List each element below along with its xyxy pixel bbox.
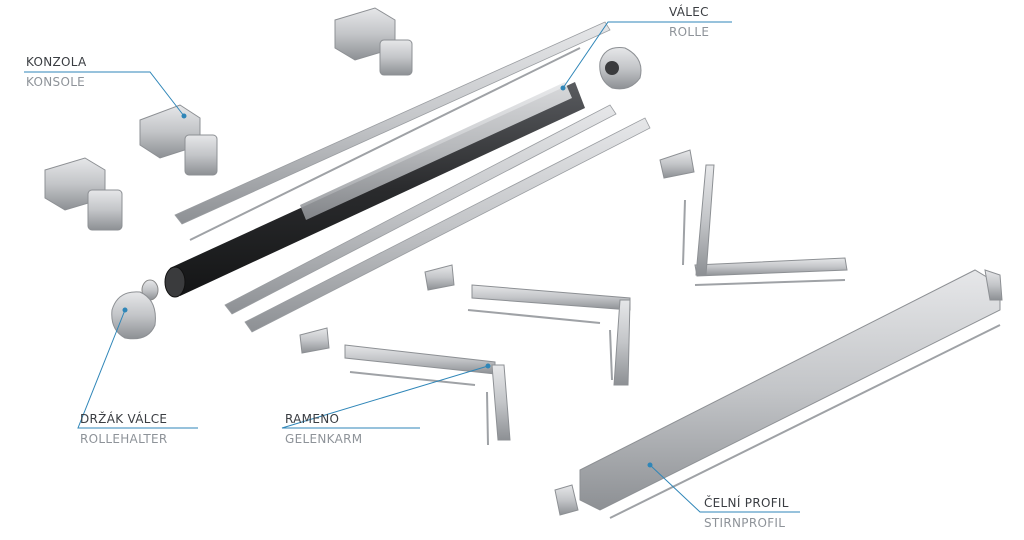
leader-drzak xyxy=(77,309,198,429)
sublabel-stirnprofil: STIRNPROFIL xyxy=(704,516,786,530)
front-profile xyxy=(554,269,1003,519)
leader-rameno xyxy=(281,365,489,429)
leader-celni xyxy=(649,464,800,513)
rods xyxy=(349,199,846,446)
leader-dots xyxy=(122,85,653,468)
cover-profile xyxy=(174,21,611,241)
leader-konzola xyxy=(24,71,185,117)
lower-rails xyxy=(224,104,651,333)
roller-end-cap xyxy=(599,47,642,90)
articulated-arms xyxy=(299,149,848,441)
leader-valec xyxy=(562,21,732,89)
sublabel-konsole: KONSOLE xyxy=(26,75,86,89)
label-celni-profil: ČELNÍ PROFIL xyxy=(704,496,789,510)
label-rameno: RAMENO xyxy=(285,412,340,426)
sublabel-gelenkarm: GELENKARM xyxy=(285,432,363,446)
sublabel-rolle: ROLLE xyxy=(669,25,710,39)
roller-holder-cap xyxy=(111,291,156,340)
label-konzola: KONZOLA xyxy=(26,55,87,69)
consoles xyxy=(44,7,413,231)
sublabel-rollehalter: ROLLEHALTER xyxy=(80,432,168,446)
label-valec: VÁLEC xyxy=(669,5,709,19)
roller-tube xyxy=(141,82,585,301)
label-drzak-valce: DRŽÁK VÁLCE xyxy=(80,412,168,426)
leader-lines xyxy=(24,21,800,513)
